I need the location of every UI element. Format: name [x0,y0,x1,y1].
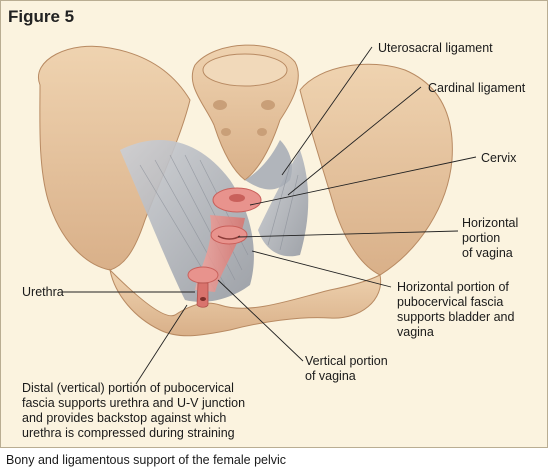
cardinal-ligament [258,150,309,257]
label-horizontal-vagina-line1: Horizontal [462,216,519,230]
uterosacral-ligament [245,140,292,190]
horizontal-vagina-section [210,225,248,245]
label-distal-line3: and provides backstop against which [22,411,227,425]
label-vertical-vagina-line1: Vertical portion [305,354,388,368]
right-iliac-wing [299,63,453,276]
label-pubocervical-line1: Horizontal portion of [397,280,509,294]
sacral-foramen [221,128,231,136]
label-uterosacral-ligament: Uterosacral ligament [378,41,493,55]
label-pubocervical-line3: supports bladder and [397,310,515,324]
label-pubocervical-line2: pubocervical fascia [397,295,504,309]
sacral-foramen [257,128,267,136]
left-iliac-wing [37,45,191,271]
sacral-promontory [202,53,288,87]
sacral-foramen [261,100,275,110]
label-cervix: Cervix [481,151,517,165]
label-urethra: Urethra [22,285,64,299]
label-horizontal-vagina-line3: of vagina [462,246,513,260]
label-horizontal-vagina-line2: portion [462,231,501,245]
urethra [196,282,209,308]
cervix-os [229,194,245,202]
label-pubocervical-line4: vagina [397,325,434,339]
sacral-foramen [213,100,227,110]
urethral-opening [200,297,206,301]
label-distal-line1: Distal (vertical) portion of pubocervica… [22,381,234,395]
leader-lines [62,46,477,385]
label-distal-line4: urethra is compressed during straining [22,426,235,440]
figure-caption: Bony and ligamentous support of the fema… [6,453,287,467]
figure-title: Figure 5 [8,7,75,26]
label-distal-line2: fascia supports urethra and U-V junction [22,396,246,410]
urethra-section [187,266,219,284]
label-cardinal-ligament: Cardinal ligament [428,81,526,95]
label-vertical-vagina-line2: of vagina [305,369,356,383]
